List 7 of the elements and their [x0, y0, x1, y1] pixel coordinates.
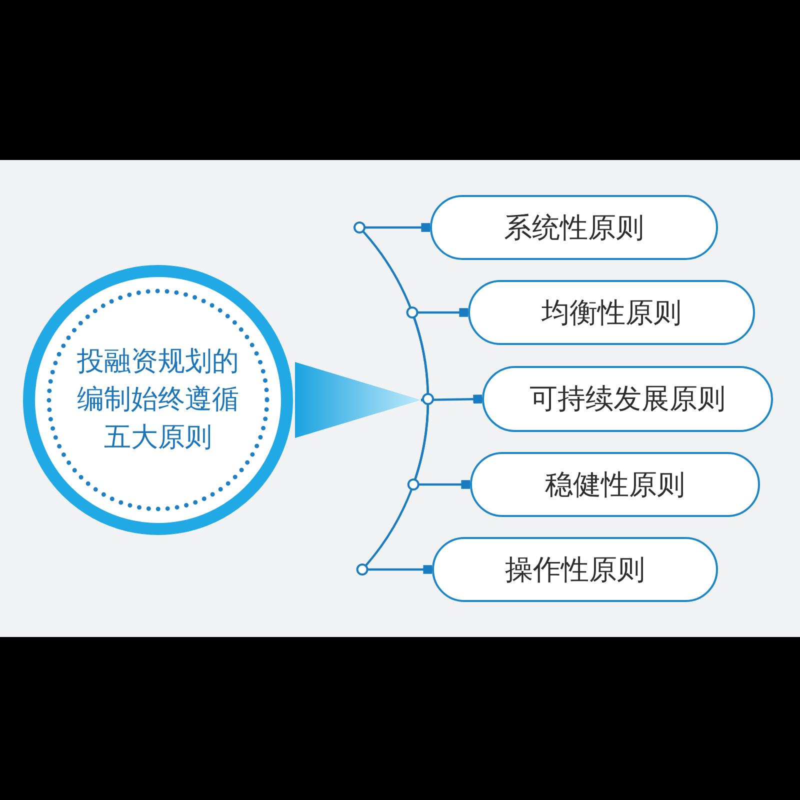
principle-label: 稳健性原则 — [545, 466, 685, 502]
principle-label: 操作性原则 — [505, 552, 645, 588]
principle-label: 可持续发展原则 — [530, 381, 726, 417]
principle-label: 系统性原则 — [504, 210, 644, 246]
hub-title: 投融资规划的编制始终遵循五大原则 — [76, 345, 240, 455]
funnel-shape — [295, 362, 421, 438]
principle-label: 均衡性原则 — [542, 294, 682, 330]
